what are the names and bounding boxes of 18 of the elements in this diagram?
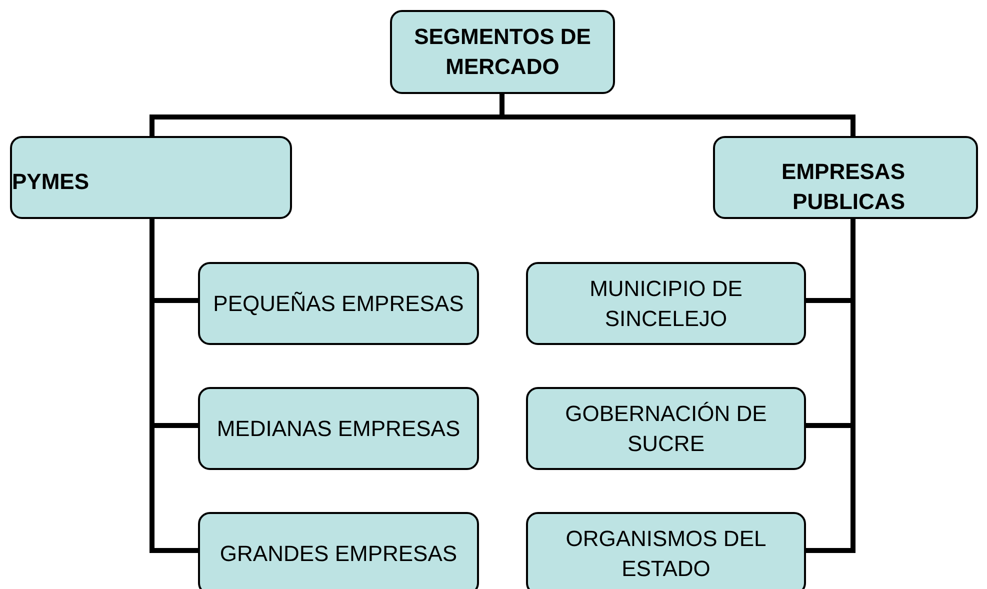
org-box: [198, 512, 479, 589]
org-box: [713, 136, 978, 219]
box-label: MEDIANAS EMPRESAS: [216, 414, 460, 442]
box-label: PYMES: [12, 168, 90, 196]
box-label: EMPRESAS PUBLICAS: [780, 158, 905, 216]
box-label: ORGANISMOS DEL ESTADO: [564, 524, 768, 582]
box-label: PEQUEÑAS EMPRESAS: [213, 290, 464, 318]
box-label: SEGMENTOS DE MERCADO: [413, 23, 592, 81]
org-box: [526, 512, 806, 589]
org-box: [198, 262, 479, 345]
org-box: [10, 136, 292, 219]
box-label: GRANDES EMPRESAS: [220, 540, 458, 568]
org-box: [390, 10, 615, 94]
box-label: GOBERNACIÓN DE SUCRE: [564, 400, 768, 458]
org-box: [526, 387, 806, 470]
org-box: [526, 262, 806, 345]
box-label: MUNICIPIO DE SINCELEJO: [588, 274, 744, 332]
org-box: [198, 387, 479, 470]
